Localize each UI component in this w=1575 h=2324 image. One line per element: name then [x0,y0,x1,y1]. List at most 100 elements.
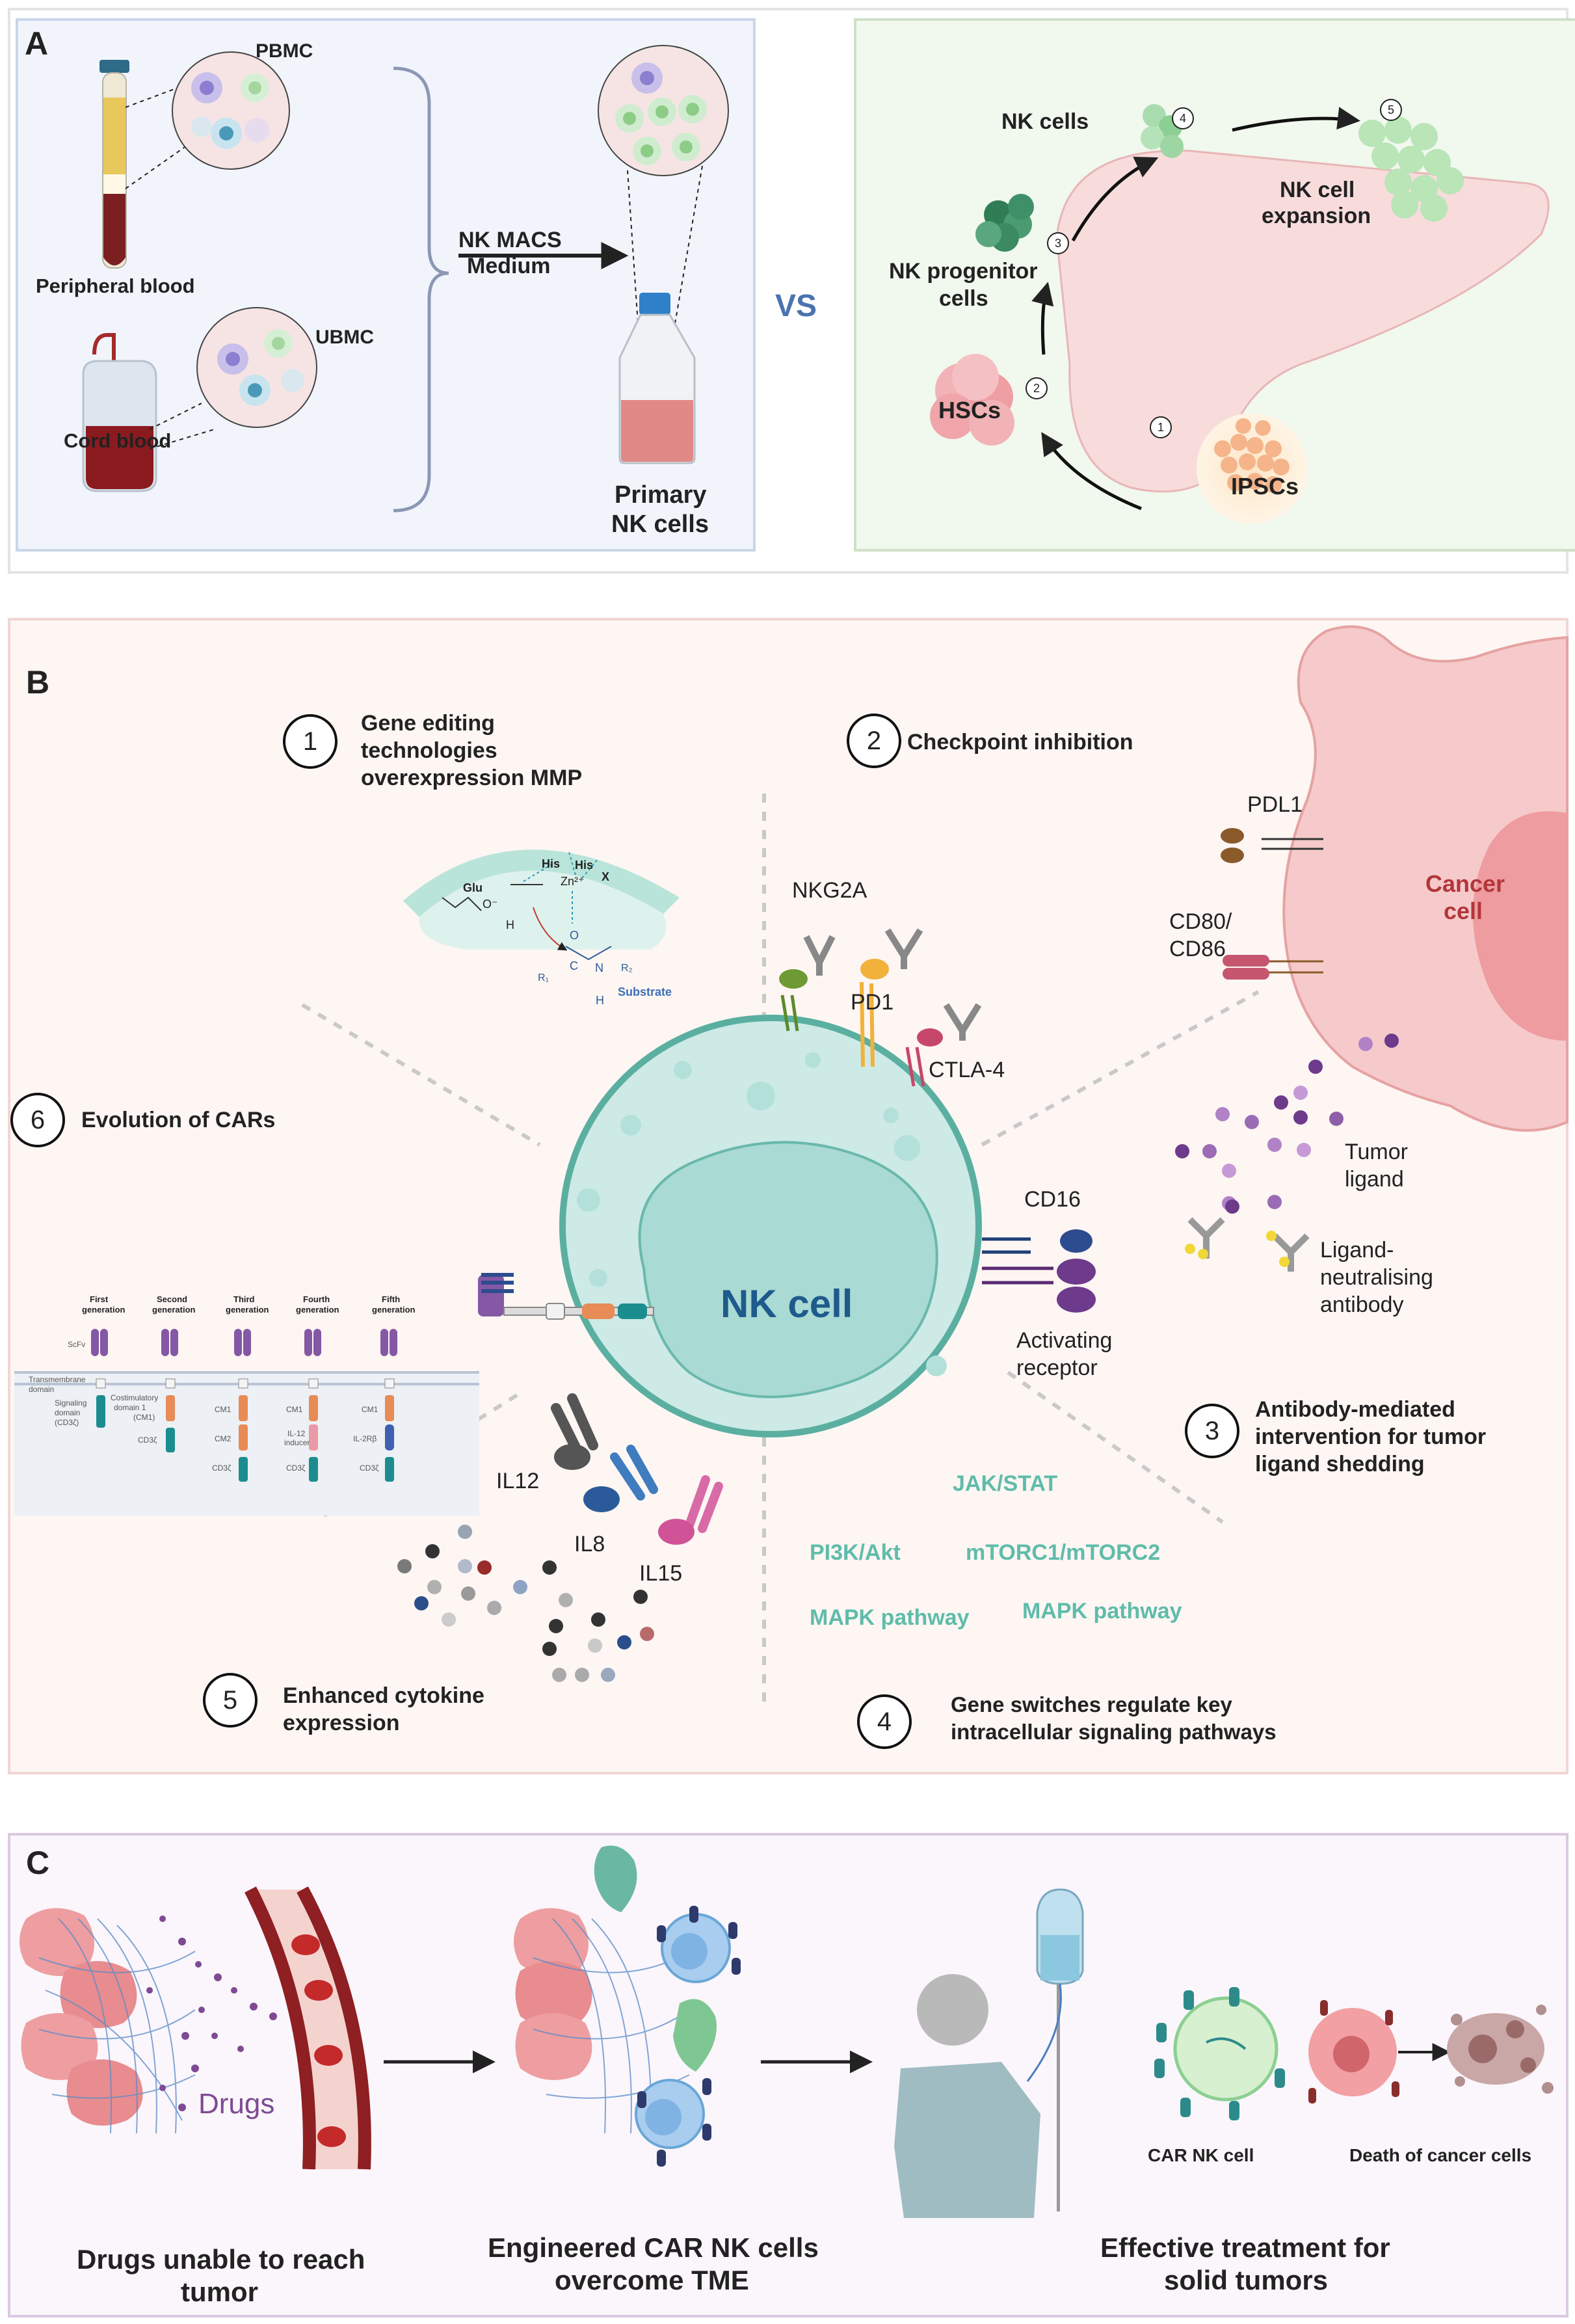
car-nk-cells-c [594,1845,741,2167]
il12-receptor [551,1393,598,1470]
pathway-pi3k-akt: PI3K/Akt [810,1540,901,1565]
section-1-title-line3: overexpression MMP [361,766,583,790]
cd80-label-line2: CD86 [1169,937,1226,961]
car-tm-line1: Transmembrane [29,1375,86,1384]
cd80-receptor [1223,955,1323,980]
cord-blood-label: Cord blood [64,429,172,452]
pathway-mapk-1: MAPK pathway [810,1605,970,1630]
car-gen3-cm1: CM1 [215,1405,232,1414]
lna-line1: Ligand- [1320,1238,1394,1262]
step-2-marker: 2 [1026,377,1048,399]
caption-1-line1: Drugs unable to reach [77,2244,365,2275]
car-gen-4-line2: generation [296,1305,339,1315]
section-2-number: 2 [847,714,901,768]
nk-progenitor-line1: NK progenitor [889,259,1038,284]
pathway-jak-stat: JAK/STAT [953,1471,1058,1496]
car-signal-line3: (CD3ζ) [55,1418,79,1427]
panel-c-letter: C [26,1845,50,1881]
ctla4-receptor [905,1003,982,1087]
mmp-o-1: O [570,929,579,942]
section-4-title-line1: Gene switches regulate key [951,1692,1232,1716]
section-5-title-line1: Enhanced cytokine [283,1683,484,1708]
nk-cells-label: NK cells [1001,109,1089,134]
expansion-line2: expansion [1262,204,1371,228]
pd1-label: PD1 [851,990,894,1015]
panel-b-letter: B [26,664,50,701]
car-signal-line1: Signaling [55,1398,87,1408]
peripheral-blood-label: Peripheral blood [36,274,195,297]
lna-line2: neutralising [1320,1265,1433,1290]
drug-particles [146,1916,277,2111]
expansion-line1: NK cell [1280,178,1355,202]
mmp-r2: R₂ [621,963,633,974]
il15-label: IL15 [639,1561,683,1586]
ecm-fibers-1 [38,1918,196,2134]
blood-vessel [245,1886,371,2170]
cytokine-dots [397,1525,654,1682]
section-3-title-line1: Antibody-mediated [1255,1397,1455,1422]
car-gen5-cm1: CM1 [362,1405,378,1414]
nk-progenitor-line2: cells [939,286,988,311]
car-gen-1-line2: generation [82,1305,126,1315]
tumor-cells-2 [514,1908,592,2080]
nk-cells-small [1141,104,1184,158]
il8-label: IL8 [574,1532,605,1556]
car-gen-5-line2: generation [372,1305,416,1315]
car-tm-line2: domain [29,1385,55,1394]
medium-label-line2: Medium [467,254,551,278]
medium-label-line1: NK MACS [458,228,562,252]
car-gen-4-line1: Fourth [303,1294,330,1304]
section-4-number: 4 [857,1694,912,1749]
car-gen-3-line1: Third [233,1294,255,1304]
culture-flask [618,293,696,464]
car-gen-1-line1: First [90,1294,109,1304]
mmp-his-1: His [542,857,561,870]
pdl1-label: PDL1 [1247,792,1303,817]
cd80-label-line1: CD80/ [1169,909,1232,934]
pdl1-receptor [1221,828,1323,863]
primary-nk-line1: Primary [615,481,707,509]
bracket [393,66,449,513]
section-1-number: 1 [283,714,338,769]
nk-expansion-cluster [1358,116,1464,222]
car-gen-3-line2: generation [226,1305,269,1315]
mmp-n: N [595,961,603,974]
tumor-cells-1 [20,1908,143,2126]
cancer-cell-c [1308,2000,1399,2104]
nk-cell-shape [559,1015,982,1437]
cord-blood-bag [82,333,157,492]
tumor-ligand-line2: ligand [1345,1167,1404,1192]
section-3-title-line2: intervention for tumor [1255,1424,1487,1449]
caption-3-line2: solid tumors [1164,2265,1329,2295]
cancer-cell-line1: Cancer [1425,870,1505,897]
mmp-r1: R₁ [538,972,549,983]
step-3-marker: 3 [1047,232,1069,254]
cancer-cell-shape [1282,625,1568,1132]
nkg2a-receptor [779,935,836,1032]
mmp-c: C [570,959,578,972]
primary-nk-line2: NK cells [611,511,709,538]
nk-progenitor-cluster [975,194,1034,252]
lna-line3: antibody [1320,1292,1404,1317]
ipscs-cluster [1197,413,1307,524]
mmp-x: X [602,870,610,883]
hscs-cluster [930,354,1014,446]
il15-receptor [658,1475,723,1545]
car-gen3-cd3z: CD3ζ [212,1463,232,1473]
patient-figure [894,1888,1084,2218]
death-label: Death of cancer cells [1349,2145,1532,2165]
ubmc-circle [196,307,317,428]
section-1-title-line1: Gene editing [361,711,495,736]
mmp-h-1: H [506,918,514,931]
tumor-ligand-line1: Tumor [1345,1140,1408,1164]
hscs-label: HSCs [938,397,1001,423]
drugs-label: Drugs [198,2088,275,2120]
pathway-mtorc: mTORC1/mTORC2 [966,1540,1161,1565]
car-gen-2-line2: generation [152,1305,196,1315]
car-construct [478,1273,654,1320]
ipscs-label: IPSCs [1231,473,1299,500]
section-6-title: Evolution of CARs [81,1108,276,1132]
car-costim-line3: (CM1) [133,1413,155,1422]
step-5-marker: 5 [1380,99,1402,121]
